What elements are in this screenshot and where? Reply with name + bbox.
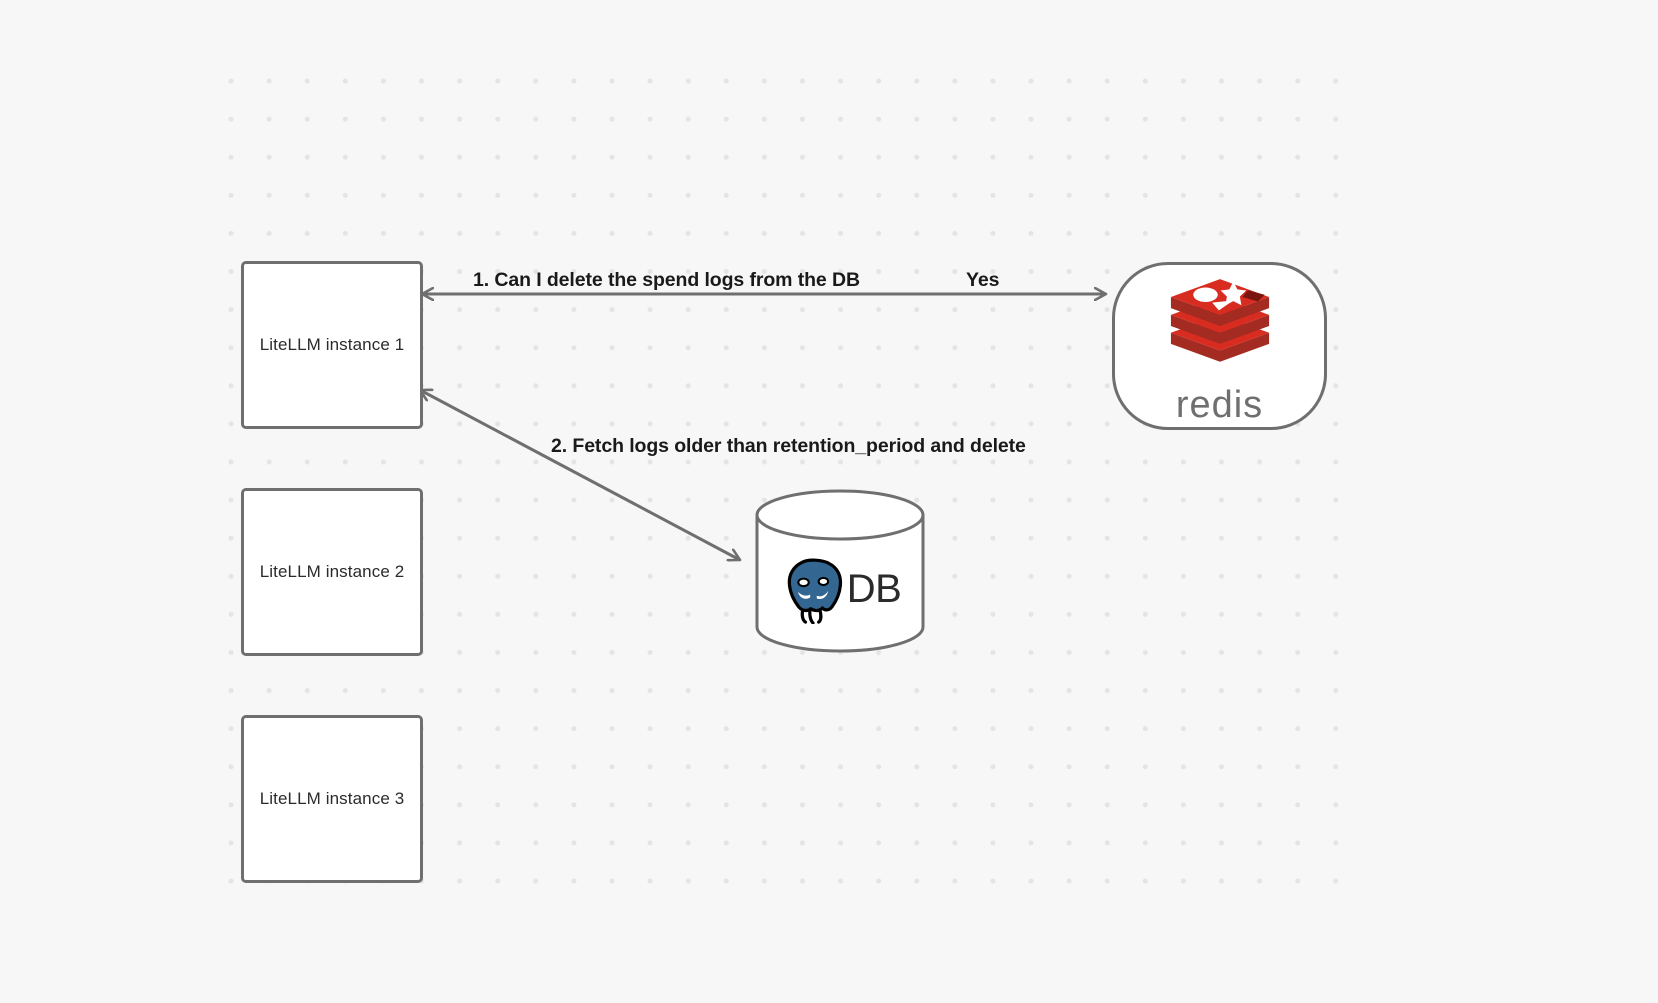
postgresql-elephant-icon <box>787 558 842 624</box>
node-label: LiteLLM instance 1 <box>259 335 405 354</box>
node-litellm-instance-2[interactable]: LiteLLM instance 2 <box>241 488 423 656</box>
node-litellm-instance-3[interactable]: LiteLLM instance 3 <box>241 715 423 883</box>
node-label: LiteLLM instance 2 <box>259 562 405 581</box>
db-label: DB <box>846 566 902 611</box>
redis-logo-icon <box>1170 279 1269 362</box>
node-redis[interactable]: redis <box>1112 262 1327 430</box>
node-label: LiteLLM instance 3 <box>259 789 405 808</box>
edge-label-step-2: 2. Fetch logs older than retention_perio… <box>551 435 1026 457</box>
redis-wordmark: redis <box>1175 384 1264 426</box>
node-litellm-instance-1[interactable]: LiteLLM instance 1 <box>241 261 423 429</box>
edge-label-yes: Yes <box>966 269 1000 291</box>
edge-label-step-1: 1. Can I delete the spend logs from the … <box>473 269 860 291</box>
node-database[interactable]: DB <box>754 489 926 653</box>
edge-db-litellm1 <box>420 390 740 560</box>
